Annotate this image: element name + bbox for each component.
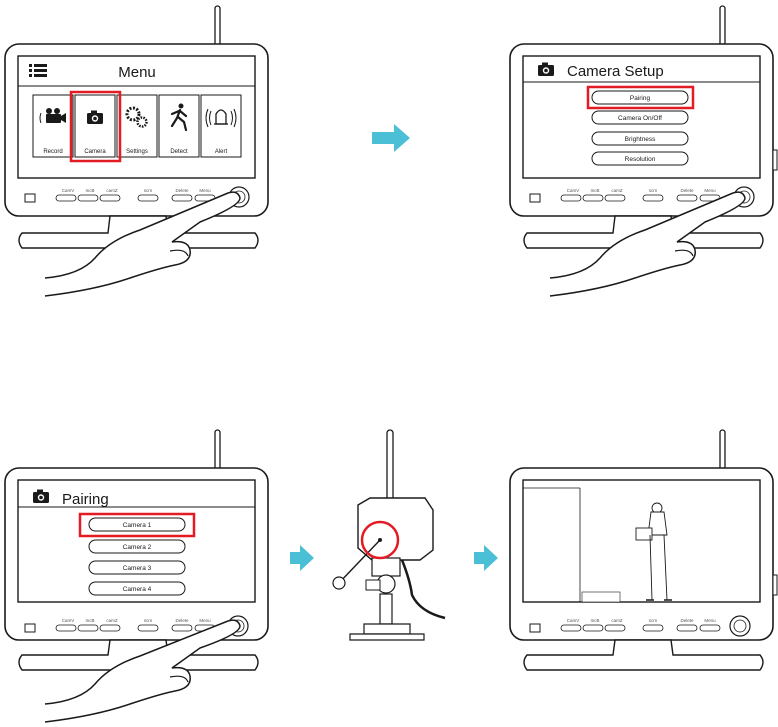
- btn-label-incb: IncB: [85, 618, 94, 623]
- btn-label-menu: Menu: [199, 618, 211, 623]
- panel-camera-setup: Camera Setup Pairing Camera On/Off Brigh…: [509, 5, 778, 297]
- btn-label-camz: camZ: [106, 618, 118, 623]
- option-camera-1[interactable]: Camera 1: [88, 517, 186, 532]
- btn-label-incb: IncB: [85, 188, 94, 193]
- option-camera-4[interactable]: Camera 4: [88, 581, 186, 596]
- btn-label-camv: CamV: [567, 618, 580, 623]
- btn-label-incb: IncB: [590, 618, 599, 623]
- camera-device: [332, 429, 446, 641]
- menu-tile-record[interactable]: Record: [32, 94, 74, 158]
- btn-label-scrn: scrn: [649, 618, 658, 623]
- highlight-camera-1: [78, 512, 196, 538]
- pointing-hand: [44, 191, 241, 297]
- btn-label-camz: camZ: [611, 618, 623, 623]
- menu-tile-camera[interactable]: Camera: [74, 94, 116, 158]
- menu-tile-detect[interactable]: Detect: [158, 94, 200, 158]
- btn-label-incb: IncB: [590, 188, 599, 193]
- btn-label-camv: CamV: [62, 188, 75, 193]
- btn-label-scrn: scrn: [144, 188, 153, 193]
- step-arrow-1: [372, 124, 410, 152]
- option-camera-on-off[interactable]: Camera On/Off: [591, 110, 689, 125]
- video-camera-icon: [39, 108, 66, 124]
- option-label: Camera 1: [123, 522, 152, 529]
- menu-label-detect: Detect: [170, 149, 188, 155]
- pointing-hand: [44, 619, 241, 723]
- menu-label-alert: Alert: [215, 149, 228, 155]
- highlight-pair-button: [360, 520, 400, 560]
- device-controls: CamV IncB camZ scrn Delete Menu: [529, 615, 751, 637]
- btn-label-camv: CamV: [62, 618, 75, 623]
- camera-setup-title: Camera Setup: [567, 63, 664, 80]
- btn-label-delete: Delete: [175, 618, 189, 623]
- step-arrow-3: [474, 545, 498, 571]
- menu-tile-settings[interactable]: Settings: [116, 94, 158, 158]
- btn-label-delete: Delete: [680, 188, 694, 193]
- btn-label-camz: camZ: [611, 188, 623, 193]
- btn-label-camz: camZ: [106, 188, 118, 193]
- menu-label-camera: Camera: [84, 149, 106, 155]
- option-label: Camera 2: [123, 544, 152, 551]
- option-label: Pairing: [630, 95, 651, 102]
- option-resolution[interactable]: Resolution: [591, 151, 689, 166]
- option-label: Camera 4: [123, 586, 152, 593]
- reset-pin-tool: [332, 576, 346, 590]
- btn-label-delete: Delete: [175, 188, 189, 193]
- option-label: Brightness: [625, 136, 656, 143]
- btn-label-camv: CamV: [567, 188, 580, 193]
- delivery-person-figure: [635, 502, 672, 601]
- option-camera-2[interactable]: Camera 2: [88, 539, 186, 554]
- btn-label-menu: Menu: [704, 188, 716, 193]
- btn-label-scrn: scrn: [144, 618, 153, 623]
- menu-label-record: Record: [43, 149, 62, 155]
- gear-icon: [125, 106, 148, 128]
- pointing-hand: [549, 191, 746, 297]
- option-camera-3[interactable]: Camera 3: [88, 560, 186, 575]
- option-pairing[interactable]: Pairing: [591, 90, 689, 105]
- running-person-icon: [170, 103, 188, 132]
- btn-label-scrn: scrn: [649, 188, 658, 193]
- live-video-feed: [522, 479, 761, 603]
- btn-label-delete: Delete: [680, 618, 694, 623]
- pairing-title: Pairing: [62, 491, 109, 508]
- menu-tile-alert[interactable]: Alert: [200, 94, 242, 158]
- menu-title: Menu: [118, 64, 156, 81]
- highlight-camera: [69, 90, 122, 163]
- menu-label-settings: Settings: [126, 149, 148, 155]
- btn-label-menu: Menu: [199, 188, 211, 193]
- option-label: Camera 3: [123, 565, 152, 572]
- step-arrow-2: [290, 545, 314, 571]
- panel-pairing: Pairing Camera 1 Camera 2 Camera 3 Camer…: [4, 429, 269, 723]
- alarm-bell-icon: [205, 108, 237, 128]
- option-label: Camera On/Off: [618, 115, 662, 122]
- menu-list-icon: [29, 64, 47, 77]
- option-brightness[interactable]: Brightness: [591, 131, 689, 146]
- btn-label-menu: Menu: [704, 618, 716, 623]
- panel-menu: Menu Record Camera Settings: [4, 5, 269, 297]
- panel-live-view: CamV IncB camZ scrn Delete Menu: [509, 429, 778, 671]
- highlight-pairing: [586, 85, 695, 110]
- option-label: Resolution: [625, 156, 656, 163]
